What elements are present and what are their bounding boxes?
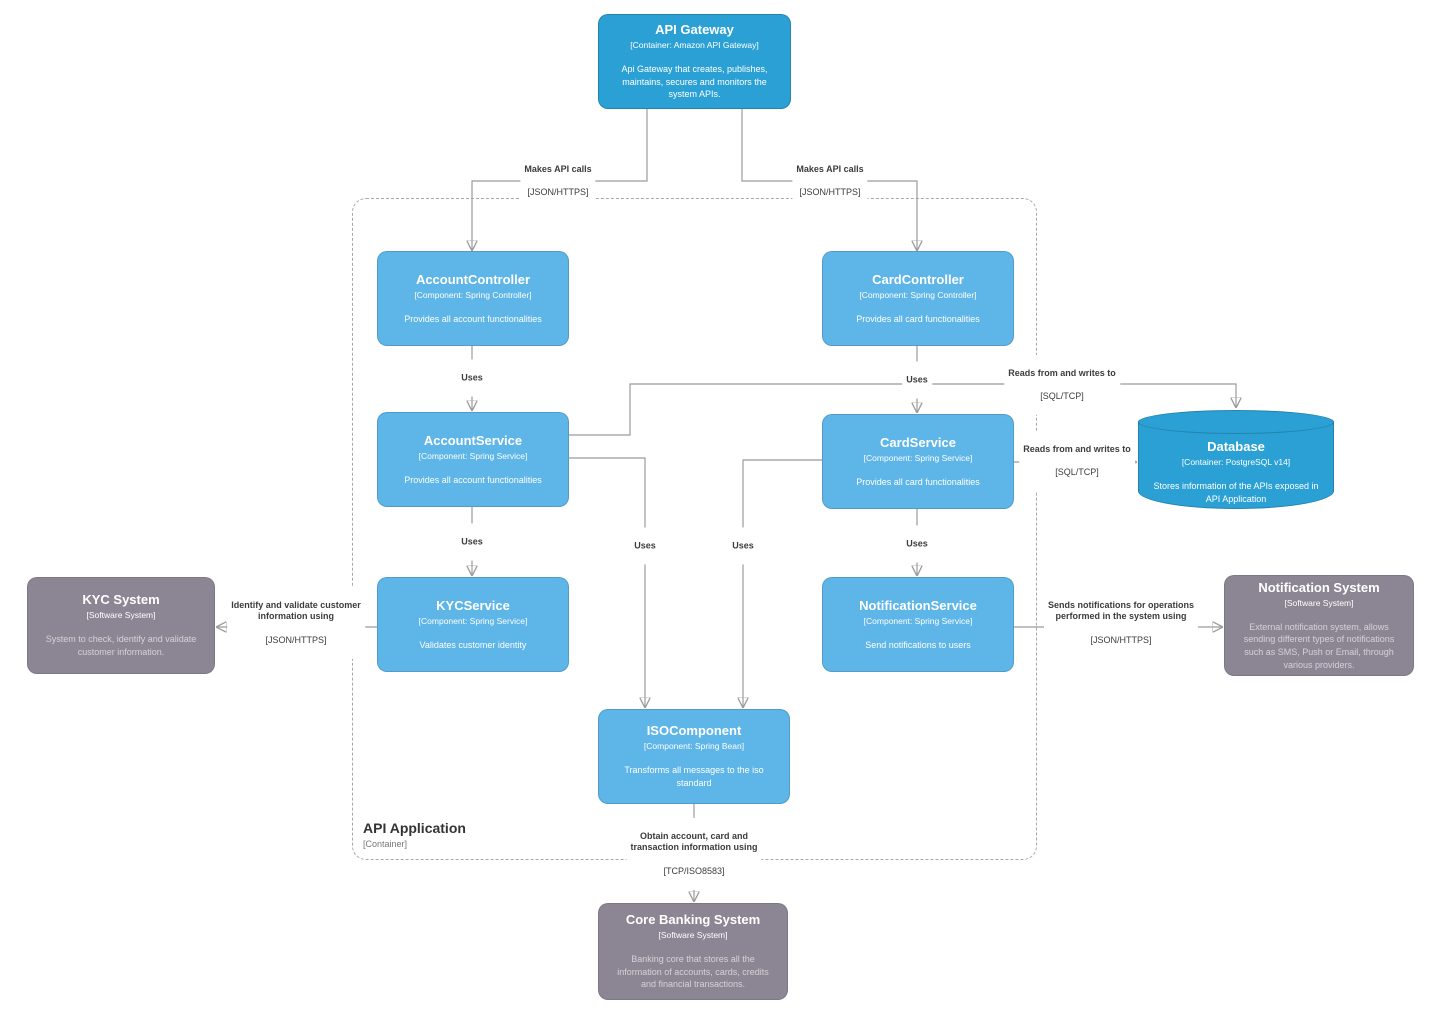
node-core-banking-system[interactable]: Core Banking System [Software System] Ba… — [598, 903, 788, 1000]
node-title: Core Banking System — [625, 912, 761, 928]
node-description: Stores information of the APIs exposed i… — [1153, 481, 1319, 504]
boundary-name: API Application — [363, 820, 466, 836]
edge-account-service-database — [569, 383, 1236, 436]
node-account-service[interactable]: AccountService [Component: Spring Servic… — [377, 412, 569, 507]
node-title: API Gateway — [655, 22, 734, 38]
node-description: Api Gateway that creates, publishes, mai… — [621, 64, 768, 100]
database-cylinder-body — [1138, 421, 1334, 509]
node-title: KYCService — [436, 597, 510, 613]
database-cylinder-top — [1138, 410, 1334, 434]
node-description: Provides all card functionalities — [856, 313, 980, 324]
node-meta: [Container: PostgreSQL v14] — [1181, 457, 1291, 468]
edge-label-account-controller-account-service: Uses — [457, 359, 487, 397]
edge-label-card-service-notification-service: Uses — [902, 525, 932, 563]
node-description: System to check, identify and validate c… — [45, 634, 197, 657]
edge-label-account-service-kyc-service: Uses — [457, 523, 487, 561]
edge-label-account-service-iso-component: Uses — [630, 527, 660, 565]
node-api-gateway[interactable]: API Gateway [Container: Amazon API Gatew… — [598, 14, 791, 109]
node-title: CardController — [872, 271, 964, 287]
edge-label-card-service-database: Reads from and writes to [SQL/TCP] — [1019, 430, 1135, 492]
node-meta: [Component: Spring Controller] — [859, 289, 977, 300]
node-meta: [Component: Spring Service] — [418, 615, 528, 626]
node-title: AccountService — [423, 432, 523, 448]
node-account-controller[interactable]: AccountController [Component: Spring Con… — [377, 251, 569, 346]
node-title: CardService — [880, 434, 956, 450]
node-title: AccountController — [415, 271, 531, 287]
node-description: Send notifications to users — [865, 639, 971, 650]
node-kyc-service[interactable]: KYCService [Component: Spring Service] V… — [377, 577, 569, 672]
edge-label-gateway-account-controller: Makes API calls [JSON/HTTPS] — [520, 150, 596, 212]
boundary-type-label: [Container] — [363, 839, 408, 849]
edge-label-notification-service-notification-system: Sends notifications for operations perfo… — [1043, 586, 1199, 660]
edge-label-card-service-iso-component: Uses — [728, 527, 758, 565]
node-title: KYC System — [82, 592, 160, 608]
node-title: Database — [1207, 439, 1265, 455]
node-description: Transforms all messages to the iso stand… — [624, 765, 764, 788]
node-description: Validates customer identity — [419, 639, 527, 650]
node-title: Notification System — [1258, 579, 1380, 595]
node-meta: [Component: Spring Service] — [863, 452, 973, 463]
edge-label-account-service-database: Reads from and writes to [SQL/TCP] — [1004, 354, 1120, 416]
node-database[interactable]: Database [Container: PostgreSQL v14] Sto… — [1138, 410, 1334, 509]
node-title: ISOComponent — [646, 723, 742, 739]
node-iso-component[interactable]: ISOComponent [Component: Spring Bean] Tr… — [598, 709, 790, 804]
edge-label-card-controller-card-service: Uses — [902, 361, 932, 399]
node-description: Provides all account functionalities — [404, 474, 542, 485]
node-description: Banking core that stores all the informa… — [617, 954, 769, 990]
edge-card-service-iso-component — [743, 459, 822, 707]
edge-label-gateway-card-controller: Makes API calls [JSON/HTTPS] — [792, 150, 868, 212]
node-meta: [Software System] — [658, 930, 728, 941]
node-card-service[interactable]: CardService [Component: Spring Service] … — [822, 414, 1014, 509]
edge-label-kyc-service-kyc-system: Identify and validate customer informati… — [227, 586, 365, 660]
node-card-controller[interactable]: CardController [Component: Spring Contro… — [822, 251, 1014, 346]
node-notification-service[interactable]: NotificationService [Component: Spring S… — [822, 577, 1014, 672]
node-description: Provides all account functionalities — [404, 313, 542, 324]
node-meta: [Component: Spring Service] — [863, 615, 973, 626]
node-meta: [Component: Spring Controller] — [414, 289, 532, 300]
boundary-label: API Application [Container] — [363, 820, 466, 849]
node-title: NotificationService — [859, 597, 977, 613]
node-meta: [Component: Spring Bean] — [643, 741, 745, 752]
node-meta: [Container: Amazon API Gateway] — [630, 40, 759, 51]
edge-account-service-iso-component — [569, 457, 645, 707]
node-description: Provides all card functionalities — [856, 476, 980, 487]
edge-label-iso-component-core-banking: Obtain account, card and transaction inf… — [626, 817, 762, 891]
node-description: External notification system, allows sen… — [1243, 621, 1395, 670]
node-notification-system[interactable]: Notification System [Software System] Ex… — [1224, 575, 1414, 676]
node-meta: [Component: Spring Service] — [418, 450, 528, 461]
node-meta: [Software System] — [1284, 597, 1354, 608]
node-meta: [Software System] — [86, 610, 156, 621]
node-kyc-system[interactable]: KYC System [Software System] System to c… — [27, 577, 215, 674]
